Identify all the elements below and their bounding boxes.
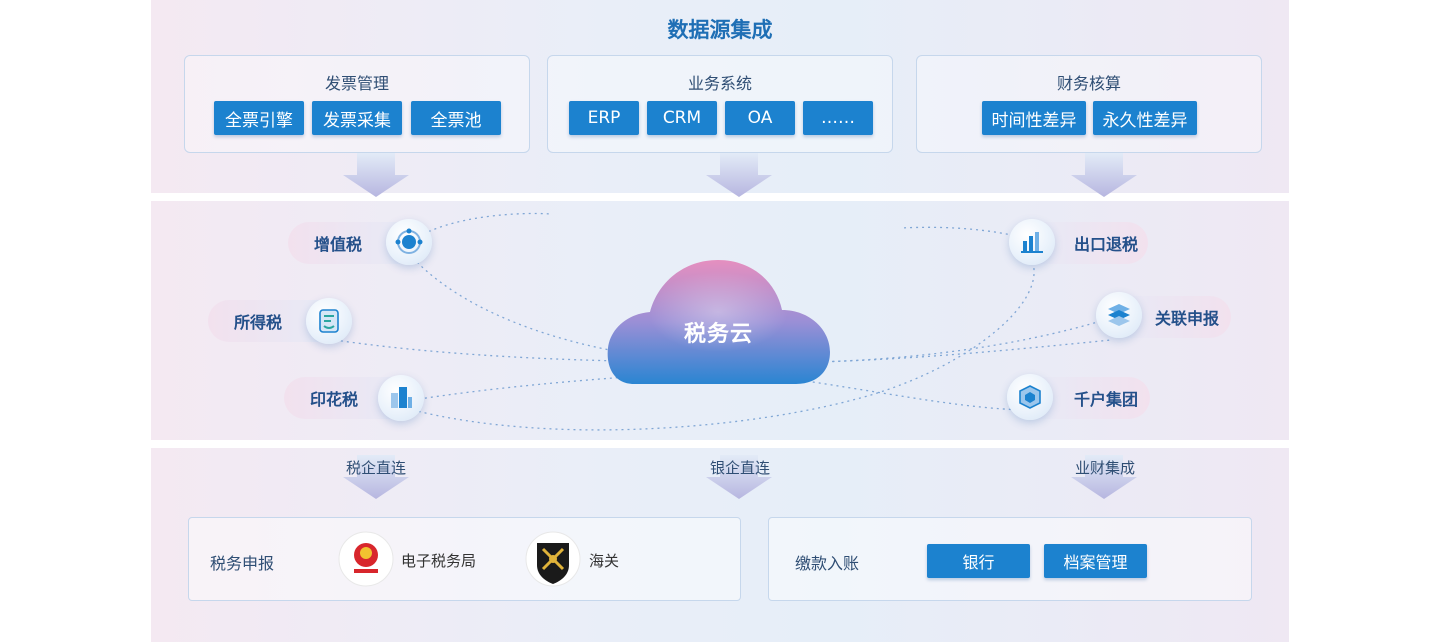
income-tax-icon bbox=[306, 298, 352, 344]
page-title: 数据源集成 bbox=[667, 18, 773, 42]
down-arrow-icon bbox=[1071, 153, 1137, 197]
flow-label-tax-enterprise: 税企直连 bbox=[345, 459, 406, 477]
group-title: 财务核算 bbox=[1056, 74, 1121, 93]
tax-label: 千户集团 bbox=[1074, 390, 1139, 409]
chip-erp[interactable]: ERP bbox=[569, 101, 639, 135]
archive-management-button[interactable]: 档案管理 bbox=[1044, 544, 1147, 578]
cloud-label: 税务云 bbox=[683, 322, 753, 347]
tax-label: 印花税 bbox=[310, 390, 359, 409]
panel-payment-posting: 缴款入账 银行 档案管理 bbox=[768, 517, 1252, 601]
enterprise-group-icon bbox=[1007, 374, 1053, 420]
tax-label: 出口退税 bbox=[1074, 235, 1139, 254]
tax-bureau-emblem-icon bbox=[338, 531, 394, 587]
chip-permanent-difference[interactable]: 永久性差异 bbox=[1093, 101, 1197, 135]
stamp-duty-icon bbox=[378, 375, 424, 421]
down-arrow-icon bbox=[343, 153, 409, 197]
down-arrow-icon bbox=[343, 455, 409, 499]
panel-tax-filing: 税务申报 电子税务局 海关 bbox=[188, 517, 741, 601]
tax-label: 所得税 bbox=[234, 313, 283, 332]
e-tax-bureau-label: 电子税务局 bbox=[401, 552, 477, 570]
chip-oa[interactable]: OA bbox=[725, 101, 795, 135]
bank-button[interactable]: 银行 bbox=[927, 544, 1030, 578]
customs-emblem-icon bbox=[525, 531, 581, 587]
flow-label-business-finance: 业财集成 bbox=[1074, 459, 1135, 477]
tax-label: 增值税 bbox=[314, 235, 363, 254]
group-financial-accounting: 财务核算 时间性差异 永久性差异 bbox=[916, 55, 1262, 153]
chip-full-invoice-engine[interactable]: 全票引擎 bbox=[214, 101, 304, 135]
export-rebate-icon bbox=[1009, 219, 1055, 265]
chip-more[interactable]: …… bbox=[803, 101, 873, 135]
chip-invoice-pool[interactable]: 全票池 bbox=[411, 101, 501, 135]
group-business-systems: 业务系统 ERP CRM OA …… bbox=[547, 55, 893, 153]
tax-cloud[interactable]: 税务云 bbox=[606, 252, 831, 387]
group-title: 发票管理 bbox=[324, 74, 389, 93]
down-arrow-icon bbox=[706, 455, 772, 499]
chip-crm[interactable]: CRM bbox=[647, 101, 717, 135]
group-invoice-management: 发票管理 全票引擎 发票采集 全票池 bbox=[184, 55, 530, 153]
group-title: 业务系统 bbox=[687, 74, 752, 93]
customs-label: 海关 bbox=[589, 552, 620, 570]
flow-label-bank-enterprise: 银企直连 bbox=[709, 459, 770, 477]
chip-invoice-collection[interactable]: 发票采集 bbox=[312, 101, 402, 135]
diagram-canvas: 数据源集成 发票管理 全票引擎 发票采集 全票池 业务系统 ERP CRM OA… bbox=[151, 0, 1289, 642]
cloud-icon bbox=[607, 260, 830, 384]
panel-title: 缴款入账 bbox=[795, 554, 860, 573]
related-filing-icon bbox=[1096, 292, 1142, 338]
down-arrow-icon bbox=[706, 153, 772, 197]
vat-icon bbox=[386, 219, 432, 265]
chip-temporary-difference[interactable]: 时间性差异 bbox=[982, 101, 1086, 135]
down-arrow-icon bbox=[1071, 455, 1137, 499]
panel-title: 税务申报 bbox=[210, 554, 275, 573]
tax-label: 关联申报 bbox=[1155, 309, 1220, 328]
